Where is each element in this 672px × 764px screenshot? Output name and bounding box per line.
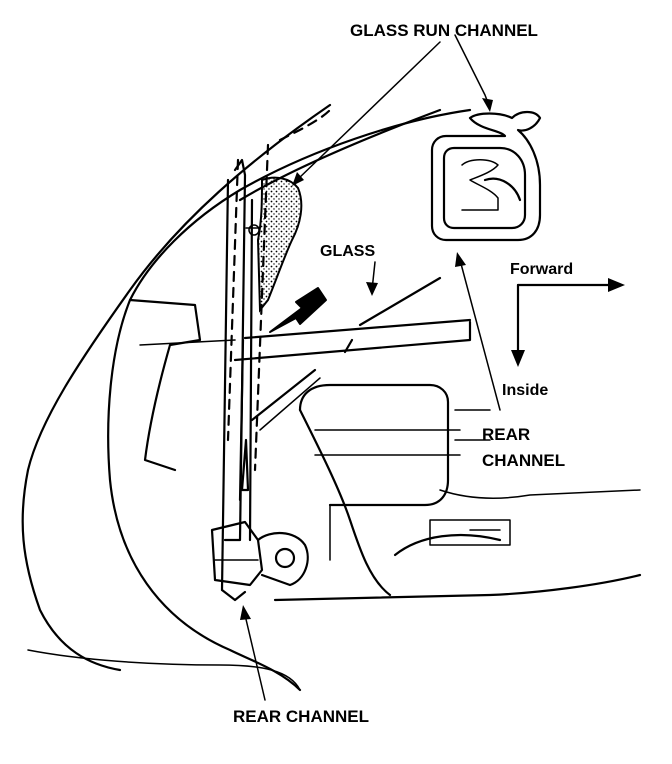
inner-door-panel bbox=[273, 383, 642, 602]
rear-channel-right-label-line1: REAR bbox=[482, 425, 530, 444]
arrow-icon bbox=[269, 287, 327, 333]
rear-channel-right-label-line2: CHANNEL bbox=[482, 451, 565, 470]
door-glass bbox=[233, 276, 472, 431]
rear-channel-part bbox=[220, 108, 332, 592]
inside-label: Inside bbox=[502, 382, 548, 399]
rear-channel-bottom-label: REAR CHANNEL bbox=[233, 707, 369, 726]
glass-run-channel-cross-section bbox=[430, 110, 542, 242]
glass-run-channel-strip bbox=[256, 176, 303, 313]
forward-label: Forward bbox=[510, 261, 573, 278]
glass-label: GLASS bbox=[320, 243, 375, 260]
door-body-outline bbox=[21, 103, 472, 692]
leader-lines bbox=[240, 34, 501, 701]
glass-run-channel-label: GLASS RUN CHANNEL bbox=[350, 21, 538, 40]
rear-channel-bracket bbox=[210, 520, 309, 602]
direction-indicators bbox=[511, 278, 625, 367]
